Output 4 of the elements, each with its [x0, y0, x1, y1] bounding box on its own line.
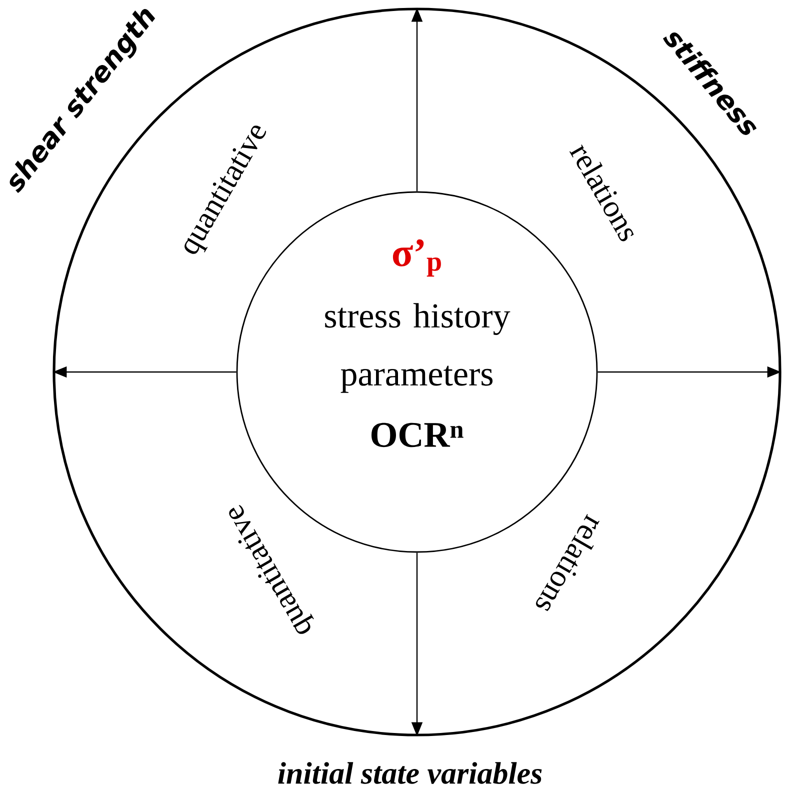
symbol: σ’$_{p}$: [392, 239, 441, 277]
arc-label: initial state variables: [278, 762, 542, 784]
node-text: stress history parameters: [325, 303, 510, 393]
node-text: OCR$^{n}$: [372, 422, 464, 448]
